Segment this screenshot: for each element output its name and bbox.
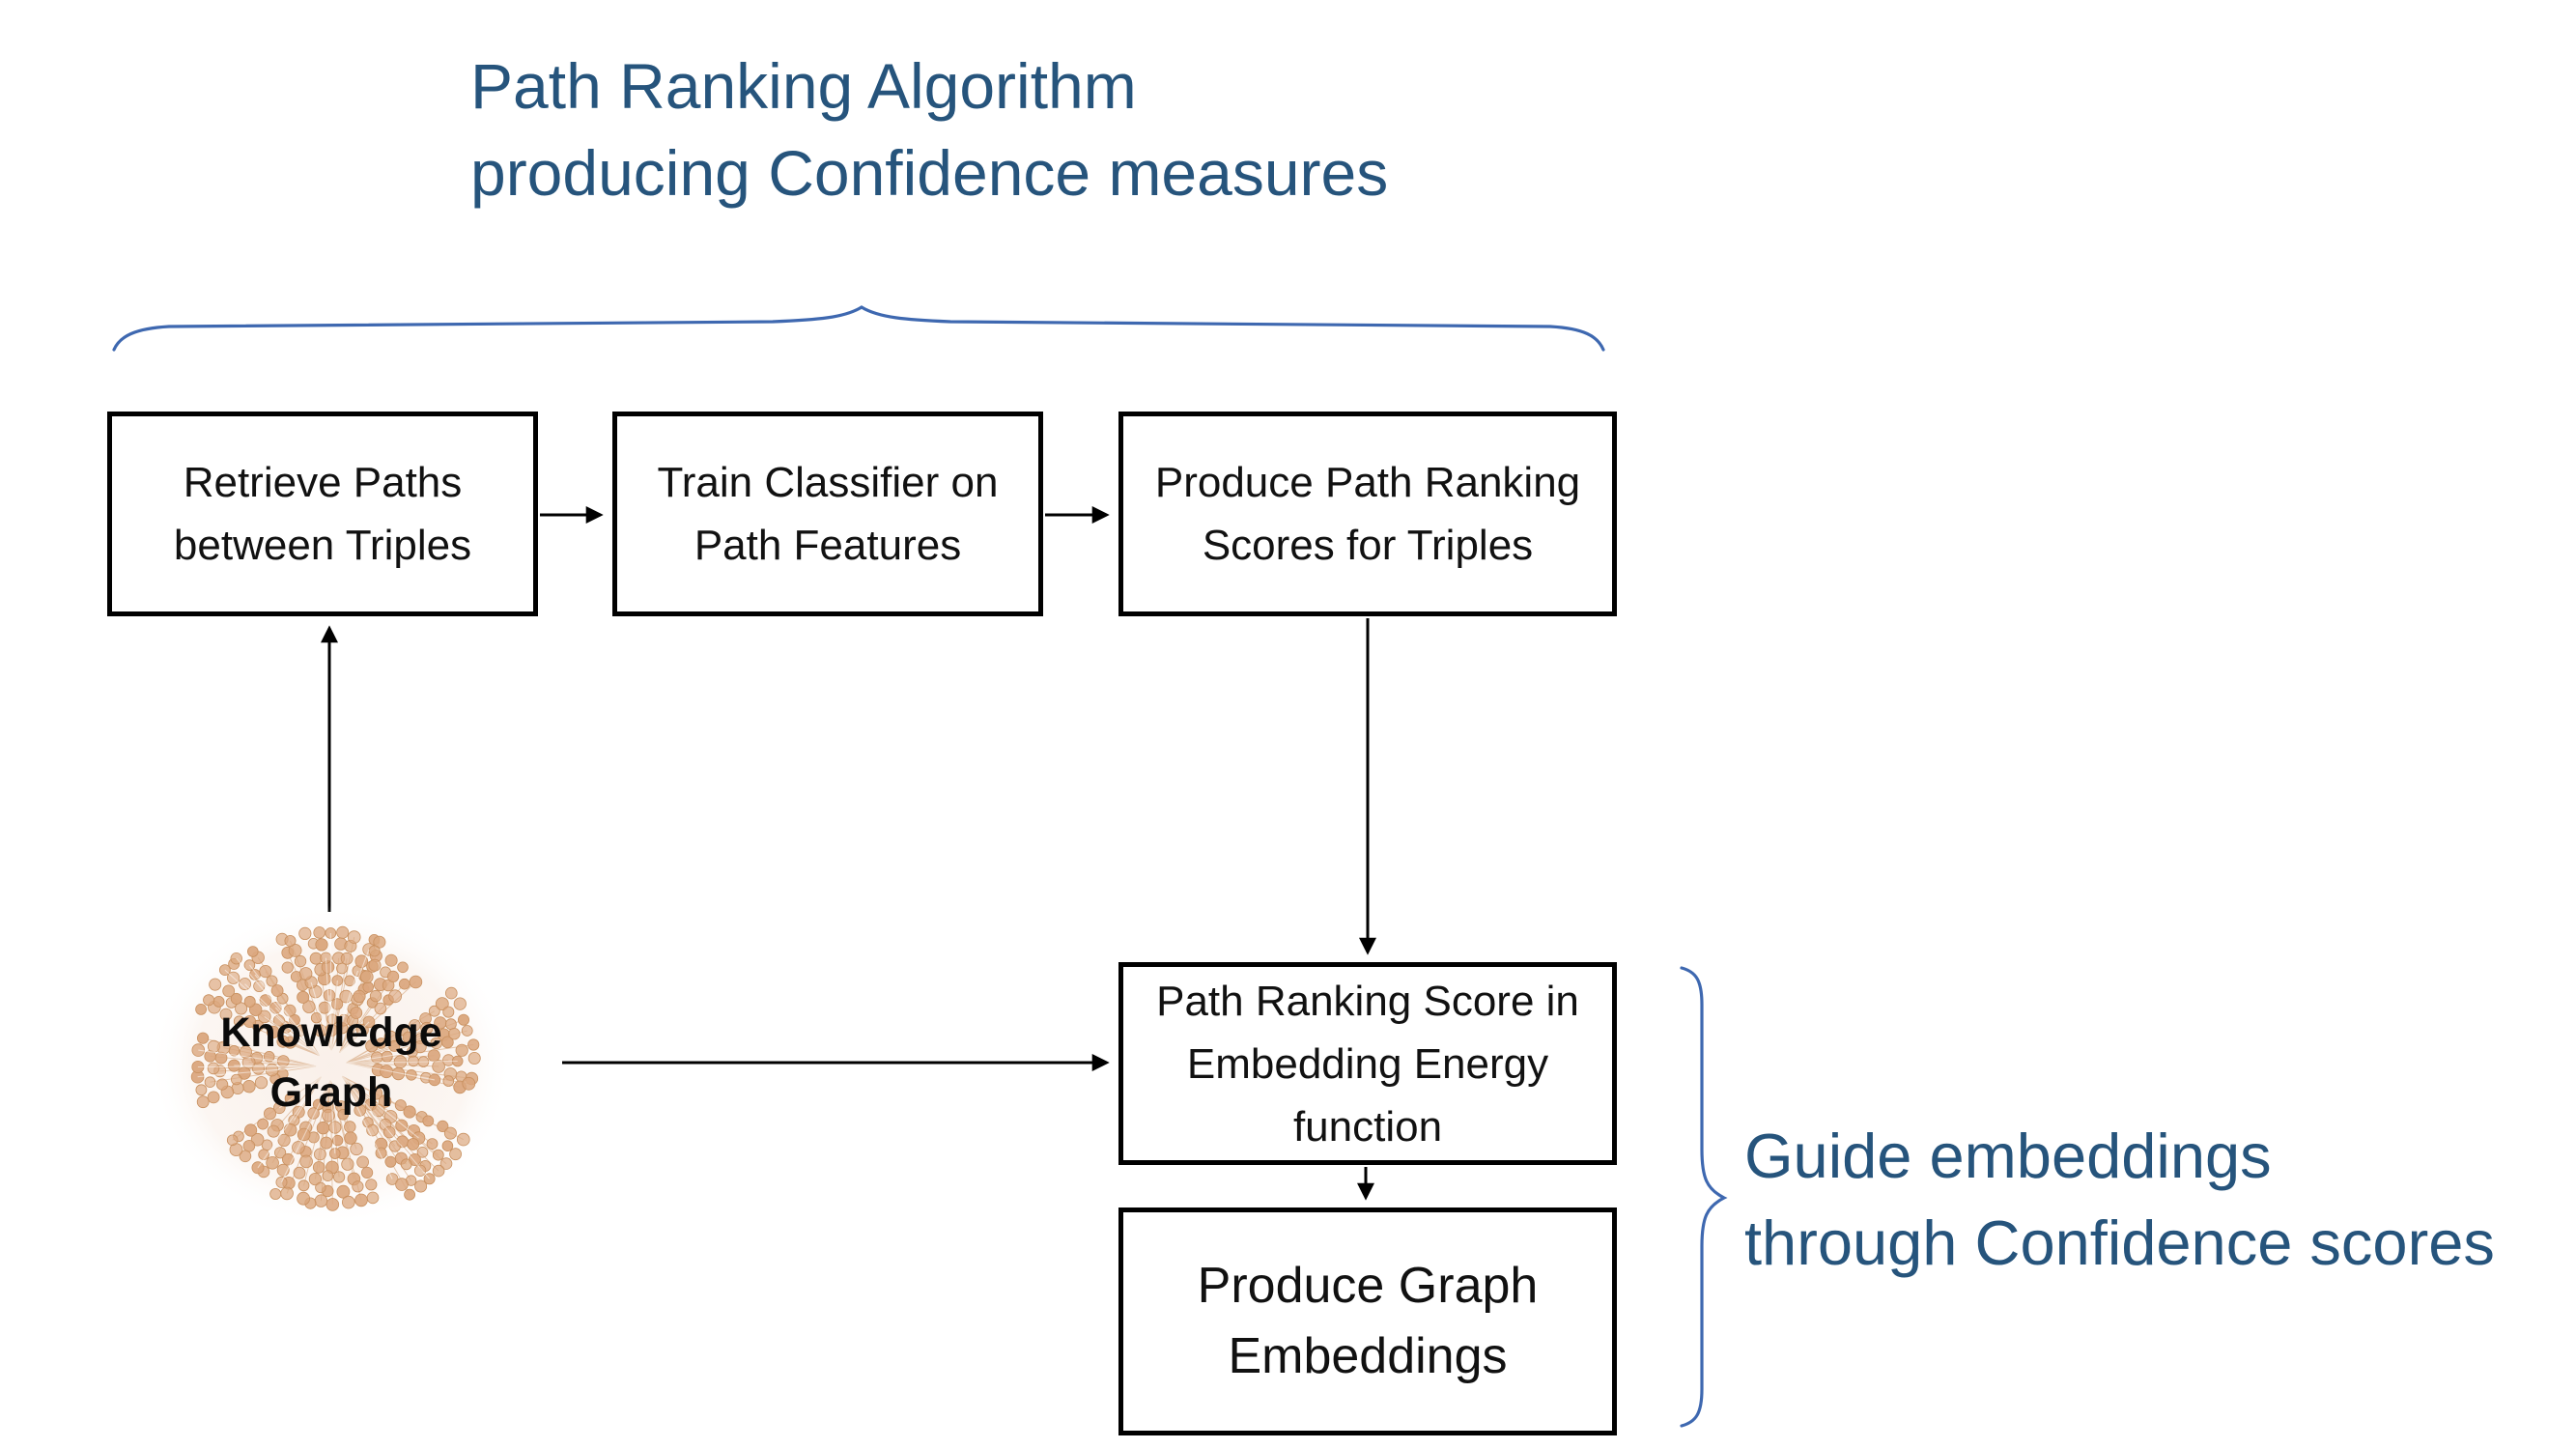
diagram-title: Path Ranking Algorithm producing Confide…	[470, 50, 1389, 209]
box-produce-embeddings: Produce Graph Embeddings	[1118, 1208, 1617, 1435]
box-energy-function: Path Ranking Score in Embedding Energy f…	[1118, 962, 1617, 1165]
knowledge-graph-label: Knowledge Graph	[220, 1009, 442, 1116]
box-retrieve-paths: Retrieve Paths between Triples	[107, 412, 538, 616]
box-produce-scores: Produce Path Ranking Scores for Triples	[1118, 412, 1617, 616]
right-curly-brace	[1680, 966, 1728, 1428]
side-annotation: Guide embeddings through Confidence scor…	[1744, 1121, 2495, 1278]
knowledge-graph-image	[150, 905, 513, 1226]
knowledge-graph-spokes	[197, 932, 458, 1183]
top-curly-brace	[112, 305, 1605, 352]
box-train-classifier: Train Classifier on Path Features	[612, 412, 1043, 616]
